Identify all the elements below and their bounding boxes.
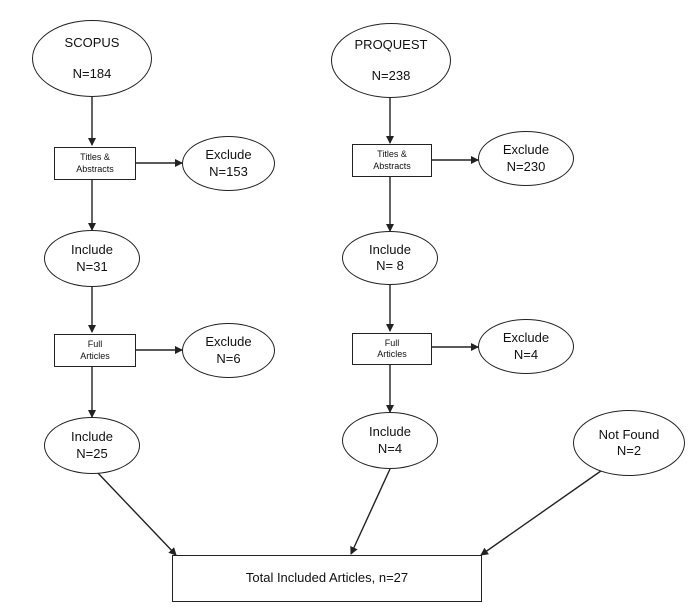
proquest-include-titles-node: Include N= 8: [342, 231, 438, 285]
proquest-include-titles-count: N= 8: [376, 258, 404, 273]
scopus-include-full-label: Include: [71, 429, 113, 445]
scopus-include-full-node: Include N=25: [44, 417, 140, 474]
proquest-exclude-full-label: Exclude: [502, 330, 550, 346]
not-found-count: N=2: [616, 443, 642, 458]
proquest-include-full-count: N=4: [377, 440, 403, 456]
not-found-node: Not Found N=2: [573, 410, 685, 476]
proquest-full-line1: Full: [384, 337, 400, 348]
scopus-titles-line1: Titles &: [80, 152, 110, 163]
proquest-exclude-full-count: N=4: [513, 346, 539, 362]
total-included-box: Total Included Articles, n=27: [172, 555, 482, 602]
scopus-full-articles-box: Full Articles: [54, 334, 136, 367]
scopus-exclude-titles-label: Exclude: [205, 147, 252, 163]
not-found-label: Not Found: [598, 426, 660, 442]
scopus-titles-abstracts-box: Titles & Abstracts: [54, 147, 136, 180]
proquest-titles-line1: Titles &: [377, 149, 407, 160]
arrow-scopus-include-to-total: [95, 470, 177, 556]
proquest-exclude-titles-node: Exclude N=230: [478, 131, 574, 186]
total-included-label: Total Included Articles, n=27: [245, 570, 409, 586]
arrow-proquest-include-to-total: [350, 468, 391, 555]
proquest-exclude-titles-label: Exclude: [502, 142, 550, 158]
proquest-exclude-titles-count: N=230: [506, 158, 546, 174]
scopus-exclude-titles-node: Exclude N=153: [182, 136, 275, 191]
proquest-source-name: PROQUEST: [354, 37, 428, 53]
proquest-exclude-full-node: Exclude N=4: [478, 319, 574, 374]
proquest-titles-abstracts-box: Titles & Abstracts: [352, 144, 432, 177]
proquest-include-full-node: Include N=4: [342, 412, 438, 469]
scopus-exclude-titles-count: N=153: [209, 163, 248, 179]
proquest-full-line2: Articles: [377, 349, 407, 359]
scopus-source-count: N=184: [72, 65, 112, 81]
proquest-titles-line2: Abstracts: [373, 160, 411, 171]
scopus-exclude-full-count: N=6: [216, 350, 241, 366]
scopus-exclude-full-node: Exclude N=6: [182, 323, 275, 378]
scopus-include-titles-label: Include: [71, 242, 113, 258]
proquest-full-articles-box: Full Articles: [352, 333, 432, 365]
scopus-source-name: SCOPUS: [64, 35, 120, 51]
scopus-include-titles-node: Include N=31: [44, 230, 140, 287]
scopus-exclude-full-label: Exclude: [205, 334, 252, 350]
proquest-include-titles-label: Include: [369, 241, 411, 257]
scopus-full-line1: Full: [87, 339, 103, 350]
arrow-notfound-to-total: [480, 465, 609, 556]
proquest-source-count: N=238: [371, 67, 411, 83]
scopus-full-line2: Articles: [80, 350, 110, 361]
proquest-source-node: PROQUEST N=238: [331, 23, 451, 98]
proquest-include-full-label: Include: [369, 424, 411, 440]
scopus-include-full-count: N=25: [76, 445, 108, 461]
scopus-titles-line2: Abstracts: [76, 163, 114, 174]
scopus-source-node: SCOPUS N=184: [32, 20, 152, 97]
scopus-include-titles-count: N=31: [76, 258, 108, 274]
